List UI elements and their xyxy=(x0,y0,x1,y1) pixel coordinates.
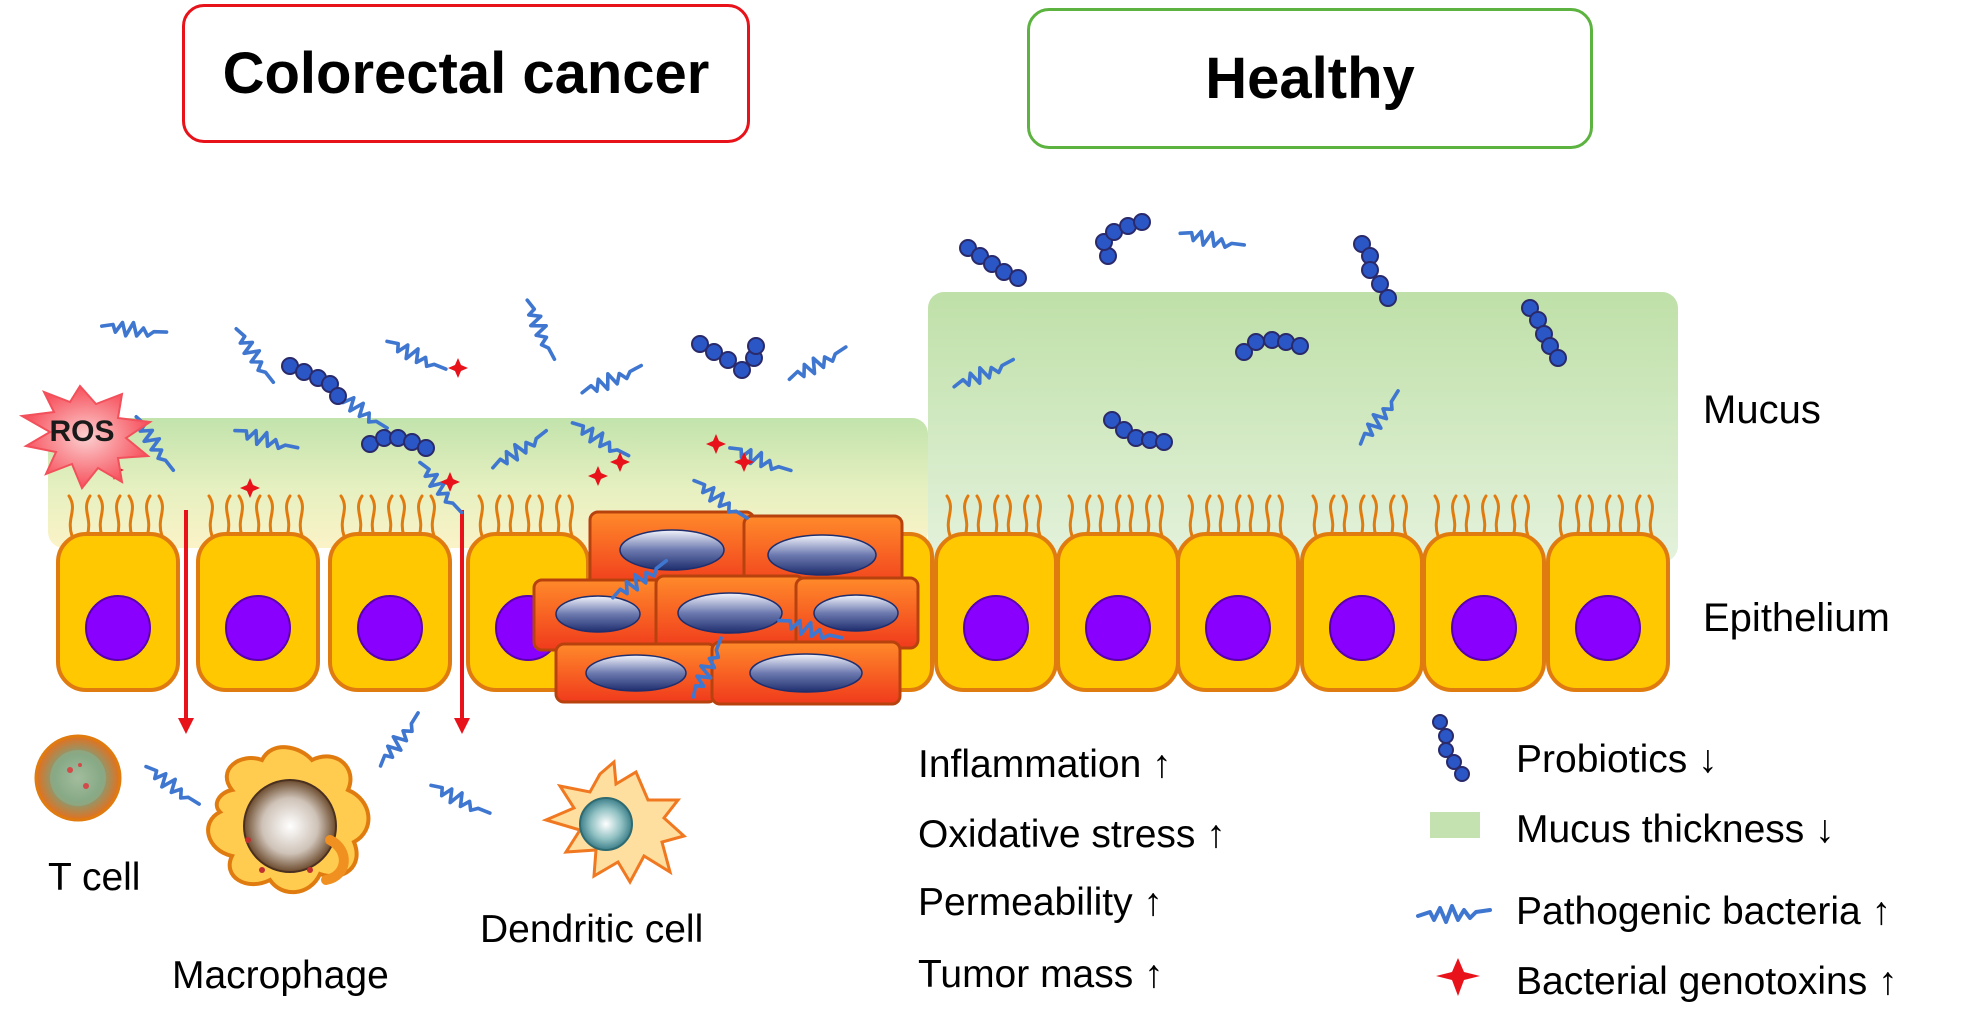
dendritic-cell xyxy=(541,758,688,886)
pathogenic-bacterium xyxy=(783,341,853,387)
genotoxin-star-icon xyxy=(1436,958,1480,996)
epithelial-cell xyxy=(1056,532,1180,692)
epithelial-cell xyxy=(1422,532,1546,692)
epithelium-label: Epithelium xyxy=(1703,596,1890,640)
mucus-label: Mucus xyxy=(1703,388,1821,432)
epithelial-cells xyxy=(56,532,1670,692)
pathogenic-bacterium xyxy=(577,360,647,400)
pathogenic-bacterium xyxy=(426,775,494,825)
ros-burst: ROS xyxy=(18,384,153,490)
probiotic-chain xyxy=(1095,213,1151,265)
healthy-title-text: Healthy xyxy=(1205,46,1415,111)
probiotic-chain xyxy=(959,239,1027,287)
epithelial-cell xyxy=(1176,532,1300,692)
healthy-title: Healthy xyxy=(1027,8,1593,149)
epithelial-cell xyxy=(56,532,180,692)
probiotics-group xyxy=(281,213,1567,457)
genotoxin-star xyxy=(734,452,754,472)
pathogenic-bacteria-icon xyxy=(1416,904,1492,924)
legend-item-probiotics: Probiotics ↓ xyxy=(1516,738,1718,781)
pathogenic-bacterium xyxy=(99,315,169,345)
epithelial-cell xyxy=(934,532,1058,692)
probiotic-chain xyxy=(1521,299,1567,367)
pathogenic-bacterium xyxy=(1177,222,1247,258)
ros-label: ROS xyxy=(49,415,114,448)
pathogenic-bacterium xyxy=(229,322,279,390)
legend-item-pathogenic-bacteria: Pathogenic bacteria ↑ xyxy=(1516,890,1892,933)
colorectal-cancer-title: Colorectal cancer xyxy=(182,4,750,143)
legend-icons xyxy=(1416,714,1492,996)
change-item: Oxidative stress ↑ xyxy=(918,813,1226,856)
change-item: Tumor mass ↑ xyxy=(918,953,1164,996)
pathogenic-bacterium xyxy=(140,757,204,815)
epithelial-cell xyxy=(328,532,452,692)
probiotic-chain xyxy=(361,429,435,457)
epithelial-cell xyxy=(1546,532,1670,692)
mucus-swatch-icon xyxy=(1430,812,1480,838)
genotoxin-star xyxy=(240,478,260,498)
macrophage xyxy=(206,745,371,895)
pathogenic-bacterium xyxy=(371,708,429,772)
legend-item-mucus: Mucus thickness ↓ xyxy=(1516,808,1835,851)
probiotic-chain xyxy=(1103,411,1173,451)
t-cell xyxy=(34,734,122,822)
thick-mucus-layer xyxy=(928,292,1678,562)
genotoxin-star xyxy=(610,452,630,472)
change-item: Permeability ↑ xyxy=(918,881,1163,924)
probiotic-chain xyxy=(691,335,765,379)
t-cell-label: T cell xyxy=(48,856,141,899)
legend-item-genotoxins: Bacterial genotoxins ↑ xyxy=(1516,960,1898,1003)
pathogenic-bacterium xyxy=(520,295,560,365)
dendritic-cell-label: Dendritic cell xyxy=(480,908,704,951)
genotoxin-star xyxy=(440,472,460,492)
probiotic-chain xyxy=(1353,235,1397,307)
change-item: Inflammation ↑ xyxy=(918,743,1172,786)
tumor-mass xyxy=(532,510,920,706)
probiotic-chain xyxy=(281,357,347,405)
genotoxin-star xyxy=(588,466,608,486)
translocation-arrows xyxy=(178,510,470,734)
macrophage-label: Macrophage xyxy=(172,954,389,997)
genotoxin-star xyxy=(448,358,468,378)
colorectal-cancer-title-text: Colorectal cancer xyxy=(222,41,710,106)
probiotic-chain xyxy=(1235,331,1309,361)
epithelial-cell xyxy=(1300,532,1424,692)
pathogenic-bacterium xyxy=(382,331,450,381)
epithelial-cell xyxy=(196,532,320,692)
microvilli xyxy=(67,494,1654,538)
genotoxin-star xyxy=(706,434,726,454)
probiotics-chain-icon xyxy=(1432,714,1470,782)
